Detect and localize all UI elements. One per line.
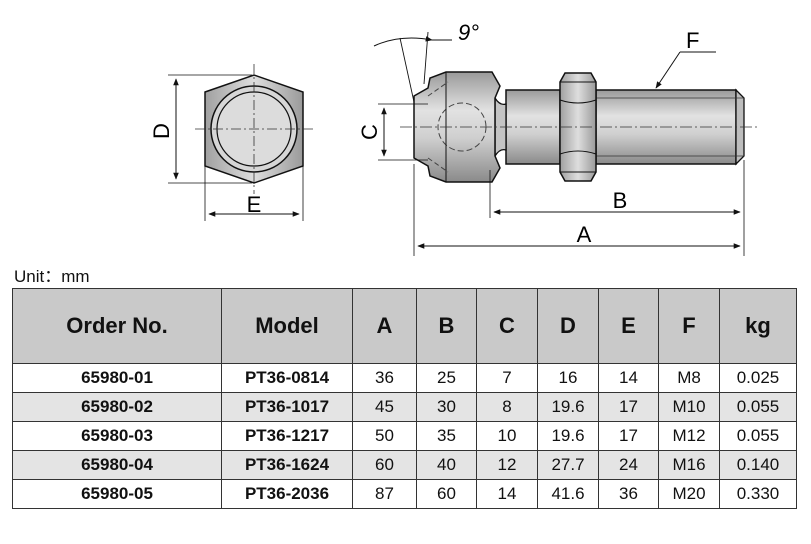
table-row: 65980-04 PT36-1624 60 40 12 27.7 24 M16 …	[12, 450, 797, 480]
label-b: B	[613, 188, 628, 213]
technical-drawing: D E	[149, 20, 760, 256]
cell-e: 17	[598, 421, 659, 451]
cell-model: PT36-1217	[221, 421, 353, 451]
cell-b: 40	[416, 450, 477, 480]
cell-model: PT36-1624	[221, 450, 353, 480]
cell-e: 17	[598, 392, 659, 422]
hex-nut-side-view	[559, 72, 597, 182]
table-header-row: Order No. Model A B C D E F kg	[12, 288, 797, 364]
cell-c: 7	[476, 363, 538, 393]
cell-model: PT36-0814	[221, 363, 353, 393]
cell-d: 27.7	[537, 450, 599, 480]
cell-b: 60	[416, 479, 477, 509]
cell-order-no: 65980-04	[12, 450, 222, 480]
cell-c: 12	[476, 450, 538, 480]
cell-f: M20	[658, 479, 720, 509]
cell-c: 10	[476, 421, 538, 451]
cell-kg: 0.140	[719, 450, 797, 480]
header-e: E	[598, 288, 659, 364]
cell-d: 19.6	[537, 421, 599, 451]
cell-d: 41.6	[537, 479, 599, 509]
header-c: C	[476, 288, 538, 364]
label-angle: 9°	[458, 20, 479, 45]
cell-a: 36	[352, 363, 417, 393]
cell-model: PT36-1017	[221, 392, 353, 422]
cell-c: 8	[476, 392, 538, 422]
cell-b: 30	[416, 392, 477, 422]
cell-b: 35	[416, 421, 477, 451]
cell-model: PT36-2036	[221, 479, 353, 509]
cell-kg: 0.055	[719, 392, 797, 422]
cell-a: 87	[352, 479, 417, 509]
label-c: C	[357, 124, 382, 140]
header-kg: kg	[719, 288, 797, 364]
cell-order-no: 65980-03	[12, 421, 222, 451]
cell-a: 45	[352, 392, 417, 422]
header-b: B	[416, 288, 477, 364]
label-e: E	[247, 192, 262, 217]
header-a: A	[352, 288, 417, 364]
cell-order-no: 65980-02	[12, 392, 222, 422]
unit-label: Unit：mm	[14, 267, 90, 286]
table-row: 65980-01 PT36-0814 36 25 7 16 14 M8 0.02…	[12, 363, 797, 393]
cell-b: 25	[416, 363, 477, 393]
cell-f: M8	[658, 363, 720, 393]
cell-order-no: 65980-05	[12, 479, 222, 509]
label-a: A	[577, 222, 592, 247]
cell-f: M16	[658, 450, 720, 480]
label-f: F	[686, 28, 699, 53]
leader-f	[655, 51, 681, 89]
header-order-no: Order No.	[12, 288, 222, 364]
table-row: 65980-05 PT36-2036 87 60 14 41.6 36 M20 …	[12, 479, 797, 509]
cell-kg: 0.055	[719, 421, 797, 451]
cell-kg: 0.025	[719, 363, 797, 393]
label-d: D	[149, 123, 174, 139]
cell-a: 60	[352, 450, 417, 480]
cell-a: 50	[352, 421, 417, 451]
cell-d: 19.6	[537, 392, 599, 422]
cell-f: M10	[658, 392, 720, 422]
angle-arc	[373, 36, 433, 47]
cell-order-no: 65980-01	[12, 363, 222, 393]
cell-e: 24	[598, 450, 659, 480]
spec-table: Order No. Model A B C D E F kg 65980-01 …	[12, 288, 797, 509]
cell-c: 14	[476, 479, 538, 509]
end-view: D E	[149, 64, 315, 221]
table-row: 65980-02 PT36-1017 45 30 8 19.6 17 M10 0…	[12, 392, 797, 422]
table-row: 65980-03 PT36-1217 50 35 10 19.6 17 M12 …	[12, 421, 797, 451]
cell-kg: 0.330	[719, 479, 797, 509]
header-d: D	[537, 288, 599, 364]
cell-e: 36	[598, 479, 659, 509]
side-view: 9° C F B A	[357, 20, 760, 256]
header-f: F	[658, 288, 720, 364]
cell-e: 14	[598, 363, 659, 393]
cell-f: M12	[658, 421, 720, 451]
cell-d: 16	[537, 363, 599, 393]
header-model: Model	[221, 288, 353, 364]
